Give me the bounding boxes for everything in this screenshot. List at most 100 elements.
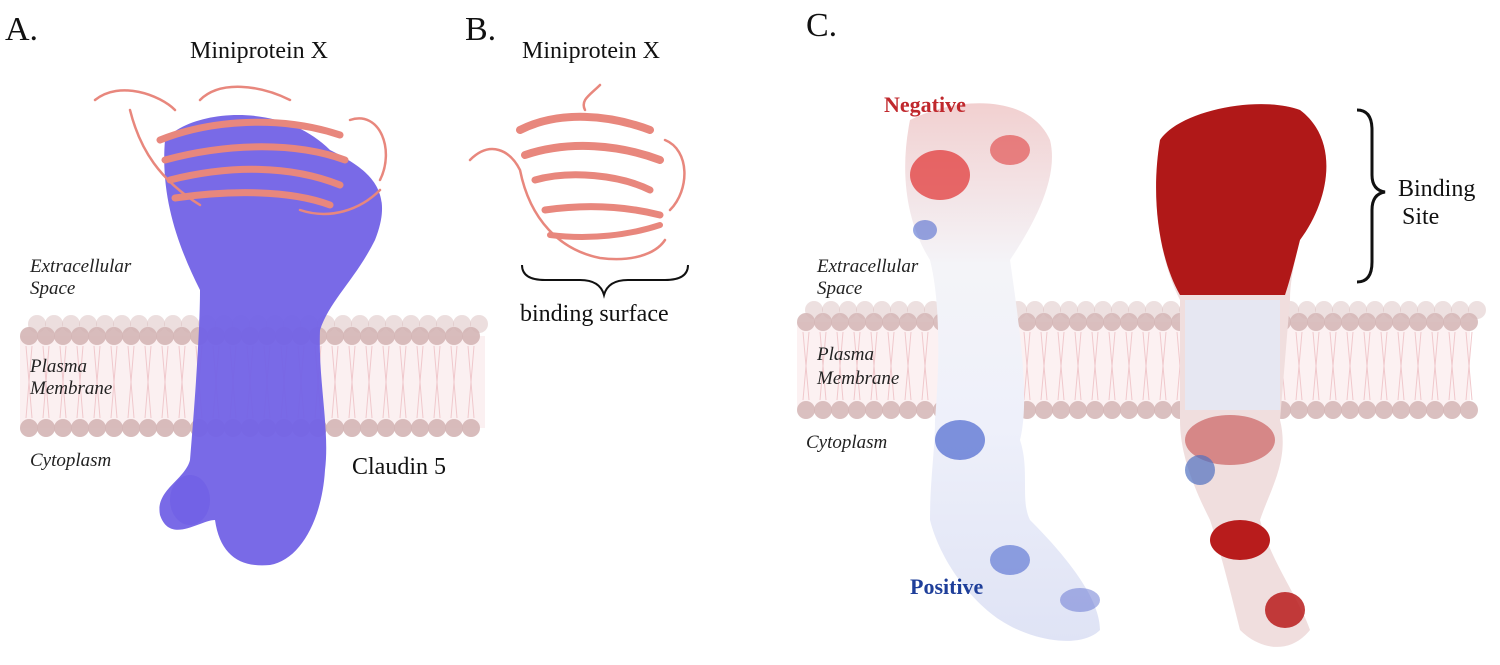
- lipid-head: [1341, 401, 1359, 419]
- lipid-head: [1052, 313, 1070, 331]
- positive-label: Positive: [910, 574, 984, 599]
- panel-a-title: Miniprotein X: [190, 38, 328, 64]
- lipid-head: [1307, 401, 1325, 419]
- lipid-tail: [1125, 331, 1133, 401]
- lipid-head: [1460, 401, 1478, 419]
- lipid-tail: [1363, 331, 1371, 401]
- lipid-head: [1035, 313, 1053, 331]
- panel-label-b: B.: [465, 11, 496, 48]
- lipid-head: [1290, 401, 1308, 419]
- lipid-head: [462, 327, 480, 345]
- lipid-head: [1426, 401, 1444, 419]
- lipid-tail: [42, 345, 50, 419]
- lipid-tail: [110, 345, 118, 419]
- lipid-head: [797, 401, 815, 419]
- region-label-membrane: Membrane: [29, 378, 112, 399]
- lipid-head: [173, 419, 191, 437]
- miniprotein-x-ribbon-b: [468, 83, 686, 261]
- lipid-head: [1103, 313, 1121, 331]
- lipid-head: [360, 419, 378, 437]
- lipid-tail: [1142, 331, 1150, 401]
- lipid-head: [343, 419, 361, 437]
- lipid-head: [105, 327, 123, 345]
- lipid-head: [1358, 401, 1376, 419]
- region-label-space: Space: [30, 278, 75, 299]
- lipid-tail: [819, 331, 827, 401]
- lipid-head: [343, 327, 361, 345]
- binding-surface-label: binding surface: [520, 301, 669, 327]
- lipid-head: [1392, 401, 1410, 419]
- lipid-tail: [1023, 331, 1031, 401]
- lipid-head: [1035, 401, 1053, 419]
- lipid-head: [1392, 313, 1410, 331]
- lipid-tail: [433, 345, 441, 419]
- lipid-tail: [331, 345, 339, 419]
- lipid-head: [71, 327, 89, 345]
- lipid-head: [428, 327, 446, 345]
- panel-label-a: A.: [5, 11, 38, 48]
- lipid-head: [1409, 401, 1427, 419]
- lipid-head: [139, 327, 157, 345]
- region-label-plasma: Plasma: [29, 356, 87, 377]
- region-label-cytoplasm: Cytoplasm: [30, 450, 111, 471]
- lipid-head: [882, 401, 900, 419]
- lipid-head: [156, 419, 174, 437]
- lipid-tail: [1397, 331, 1405, 401]
- lipid-tail: [348, 345, 356, 419]
- lipid-tail: [1108, 331, 1116, 401]
- lipid-tail: [1312, 331, 1320, 401]
- lipid-head: [831, 401, 849, 419]
- lipid-head: [1307, 313, 1325, 331]
- lipid-tail: [1057, 331, 1065, 401]
- lipid-tail: [1414, 331, 1422, 401]
- lipid-head: [326, 327, 344, 345]
- lipid-head: [814, 401, 832, 419]
- electrostatic-surface-left: [905, 103, 1100, 641]
- panel-label-c: C.: [806, 7, 837, 44]
- lipid-head: [916, 313, 934, 331]
- lipid-tail: [870, 331, 878, 401]
- binding-site-label-line2: Site: [1402, 204, 1439, 230]
- lipid-head: [20, 419, 38, 437]
- lipid-tail: [1380, 331, 1388, 401]
- lipid-head: [1426, 313, 1444, 331]
- lipid-tail: [802, 331, 810, 401]
- lipid-head: [173, 327, 191, 345]
- lipid-head: [88, 419, 106, 437]
- binding-surface-brace: [521, 264, 689, 299]
- lipid-tail: [365, 345, 373, 419]
- lipid-head: [1052, 401, 1070, 419]
- lipid-tail: [76, 345, 84, 419]
- lipid-head: [1103, 401, 1121, 419]
- lipid-head: [1069, 401, 1087, 419]
- lipid-head: [1324, 313, 1342, 331]
- binding-site-label-line1: Binding: [1398, 176, 1475, 202]
- lipid-head: [377, 419, 395, 437]
- lipid-head: [411, 327, 429, 345]
- lipid-tail: [1040, 331, 1048, 401]
- lipid-tail: [836, 331, 844, 401]
- lipid-head: [1086, 313, 1104, 331]
- lipid-head: [360, 327, 378, 345]
- lipid-head: [865, 313, 883, 331]
- lipid-tail: [382, 345, 390, 419]
- lipid-head: [814, 313, 832, 331]
- lipid-tail-region: [797, 322, 1470, 410]
- lipid-tail: [127, 345, 135, 419]
- lipid-head: [122, 419, 140, 437]
- lipid-head: [1290, 313, 1308, 331]
- lipid-tail: [1159, 331, 1167, 401]
- lipid-head: [54, 327, 72, 345]
- lipid-tail: [450, 345, 458, 419]
- lipid-head: [1443, 313, 1461, 331]
- claudin-5-label: Claudin 5: [352, 454, 446, 480]
- lipid-head: [1137, 401, 1155, 419]
- lipid-tail: [1431, 331, 1439, 401]
- lipid-tail: [921, 331, 929, 401]
- lipid-tail: [144, 345, 152, 419]
- lipid-head: [1358, 313, 1376, 331]
- lipid-tail: [1091, 331, 1099, 401]
- lipid-tail: [1074, 331, 1082, 401]
- lipid-head: [797, 313, 815, 331]
